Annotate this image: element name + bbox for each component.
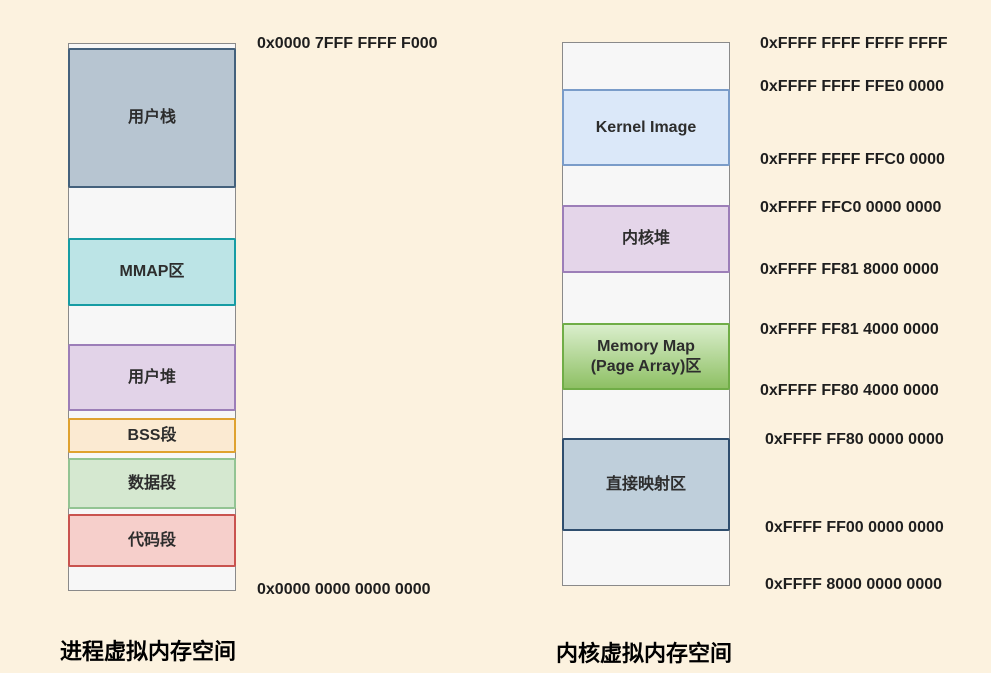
address-label: 0xFFFF FFFF FFC0 0000 — [760, 151, 945, 168]
segment-label: 直接映射区 — [605, 475, 686, 493]
memory-segment: 代码段 — [68, 514, 236, 567]
segment-label: 用户堆 — [127, 368, 176, 386]
memory-segment: 用户堆 — [68, 344, 236, 411]
address-label: 0xFFFF FF00 0000 0000 — [765, 519, 944, 536]
memory-segment: Kernel Image — [562, 89, 730, 166]
memory-segment: 直接映射区 — [562, 438, 730, 531]
memory-segment: 内核堆 — [562, 205, 730, 273]
address-label: 0x0000 0000 0000 0000 — [257, 581, 431, 598]
memory-segment: 用户栈 — [68, 48, 236, 188]
segment-label: 内核堆 — [621, 230, 670, 247]
segment-label: Kernel Image — [595, 118, 697, 136]
segment-label: Memory Map — [597, 337, 695, 355]
address-label: 0xFFFF FF81 4000 0000 — [760, 321, 939, 338]
kernel-memory-column: Kernel Image 内核堆 Memory Map (Page Array)区直接… — [562, 42, 730, 586]
address-label: 0xFFFF FFFF FFE0 0000 — [760, 78, 945, 95]
memory-segment: 数据段 — [68, 458, 236, 509]
memory-segment: BSS段 — [68, 418, 236, 453]
segment-label: MMAP区 — [119, 263, 185, 280]
kernel-diagram-title: 内核虚拟内存空间 — [556, 641, 733, 666]
segment-label: 用户栈 — [127, 109, 176, 126]
address-label: 0xFFFF 8000 0000 0000 — [765, 576, 943, 593]
memory-segment: MMAP区 — [68, 238, 236, 306]
address-label: 0x0000 7FFF FFFF F000 — [257, 35, 438, 52]
address-label: 0xFFFF FFFF FFFF FFFF — [760, 35, 948, 52]
address-label: 0xFFFF FFC0 0000 0000 — [760, 199, 942, 216]
address-label: 0xFFFF FF80 0000 0000 — [765, 431, 944, 448]
address-label: 0xFFFF FF80 4000 0000 — [760, 382, 939, 399]
address-label: 0xFFFF FF81 8000 0000 — [760, 261, 939, 278]
segment-label: 数据段 — [127, 474, 176, 492]
process-diagram-title: 进程虚拟内存空间 — [60, 639, 237, 664]
process-memory-column: 用户栈 MMAP区用户堆 BSS段数据段代码段 — [68, 43, 236, 591]
memory-segment: Memory Map (Page Array)区 — [562, 323, 730, 390]
segment-label: BSS段 — [127, 426, 177, 444]
segment-label: 代码段 — [127, 531, 176, 549]
segment-label: (Page Array)区 — [590, 357, 702, 375]
